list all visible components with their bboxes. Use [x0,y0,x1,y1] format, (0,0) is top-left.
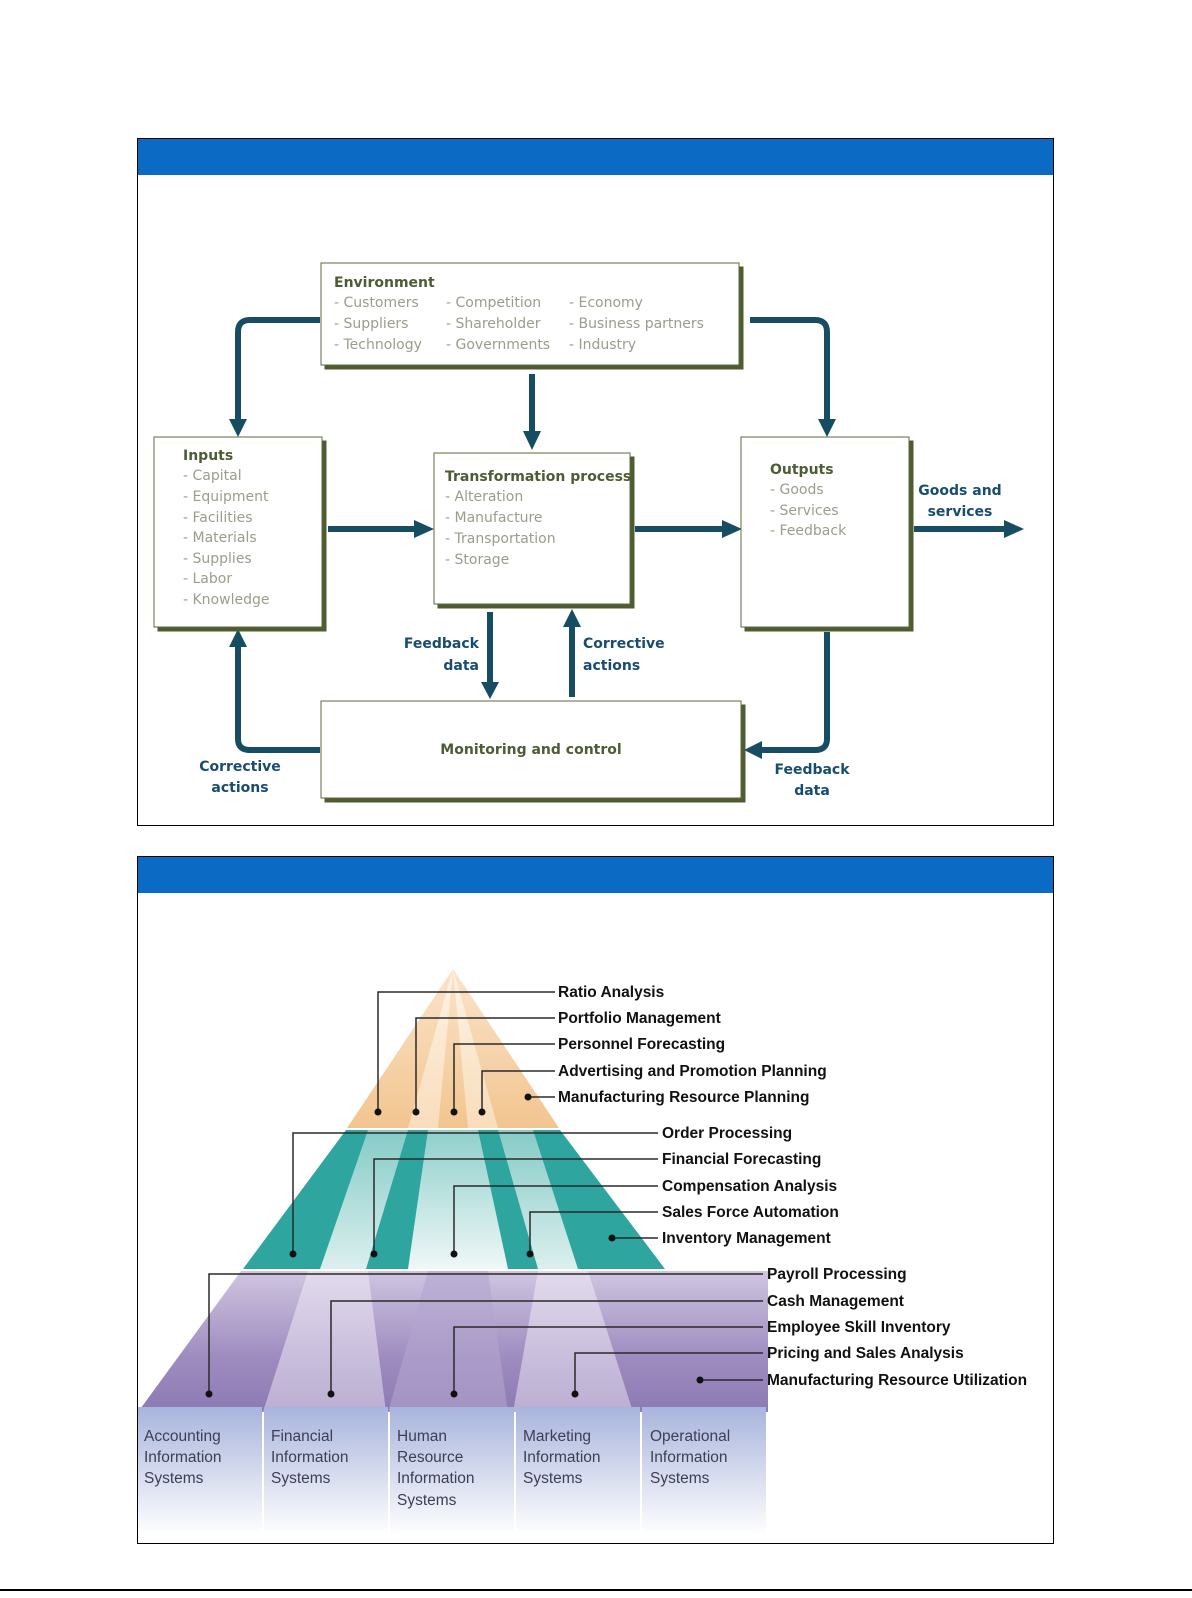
environment-item: - Competition [446,295,541,311]
arrow-corrective-actions-inputs [235,647,320,753]
leader-dots [205,1093,704,1398]
pyramid-label: Manufacturing Resource Planning [558,1089,809,1106]
inputs-item: - Supplies [183,551,252,567]
system-label: Information [397,1470,475,1487]
transformation-item: - Manufacture [445,510,543,526]
environment-item: - Suppliers [334,316,408,332]
pyramid-label: Advertising and Promotion Planning [558,1063,827,1080]
outputs-item: - Goods [770,482,824,498]
feedback-data-right-label: Feedback [774,762,850,778]
system-label: Systems [144,1470,204,1487]
system-label: Human [397,1428,447,1445]
environment-box [320,262,740,366]
corrective-actions-center-label: Corrective [583,636,665,652]
pyramid-label: Compensation Analysis [662,1178,837,1195]
pyramid-middle-tier [243,1130,665,1269]
system-names: Accounting Information Systems Financial… [144,1428,730,1509]
system-label: Accounting [144,1428,221,1445]
pyramid-label: Pricing and Sales Analysis [767,1345,964,1362]
pyramid-label: Inventory Management [662,1230,831,1247]
inputs-item: - Equipment [183,489,269,505]
middle-tier-labels: Order Processing Financial Forecasting C… [662,1125,839,1247]
feedback-data-center-label: Feedback [404,636,480,652]
environment-item: - Customers [334,295,419,311]
environment-item: - Governments [446,337,550,353]
slide-header-bar [138,139,1053,175]
system-label: Operational [650,1428,730,1445]
arrow-env-to-outputs [750,317,830,419]
system-columns [138,1407,766,1535]
pyramid-label: Cash Management [767,1293,904,1310]
arrow-outputs-feedback-data [760,632,830,753]
outputs-title: Outputs [770,462,834,478]
environment-item: - Business partners [569,316,704,332]
pyramid-label: Portfolio Management [558,1010,721,1027]
inputs-item: - Capital [183,468,242,484]
feedback-data-center-label: data [443,658,479,674]
bottom-tier-labels: Payroll Processing Cash Management Emplo… [767,1266,1027,1389]
arrow-heads [229,419,1024,759]
inputs-title: Inputs [183,448,233,464]
system-label: Information [144,1449,222,1466]
pyramid-label: Sales Force Automation [662,1204,839,1221]
system-label: Systems [650,1470,710,1487]
pyramid-label: Personnel Forecasting [558,1036,725,1053]
flow-arrows [235,317,1006,753]
page-footer-rule [0,1589,1192,1591]
environment-item: - Industry [569,337,636,353]
system-label: Systems [523,1470,583,1487]
inputs-item: - Labor [183,571,232,587]
system-label: Financial [271,1428,333,1445]
environment-item: - Economy [569,295,643,311]
slide-header-bar [138,857,1053,893]
inputs-box [153,436,323,628]
system-label: Systems [271,1470,331,1487]
system-label: Systems [397,1492,457,1509]
transformation-item: - Alteration [445,489,523,505]
transformation-item: - Storage [445,552,509,568]
monitoring-box [320,700,742,799]
goods-services-label: services [928,504,993,520]
outputs-item: - Services [770,503,839,519]
corrective-actions-center-label: actions [583,658,640,674]
transformation-item: - Transportation [445,531,556,547]
environment-item: - Shareholder [446,316,541,332]
environment-title: Environment [334,275,435,291]
arrow-env-to-inputs [235,317,320,419]
system-label: Information [523,1449,601,1466]
slide-information-systems-pyramid: Ratio Analysis Portfolio Management Pers… [137,856,1054,1544]
transformation-box [433,452,631,605]
pyramid-label: Manufacturing Resource Utilization [767,1372,1027,1389]
feedback-data-right-label: data [794,783,830,799]
leader-lines-top [208,991,763,1394]
pyramid-label: Financial Forecasting [662,1151,821,1168]
business-system-diagram: Environment - Customers - Suppliers - Te… [153,262,1024,799]
goods-services-label: Goods and [918,483,1001,499]
pyramid-label: Ratio Analysis [558,984,664,1001]
pyramid-label: Order Processing [662,1125,792,1142]
pyramid-bottom-tier [138,1271,768,1412]
corrective-actions-left-label: Corrective [199,759,281,775]
outputs-box [740,436,910,628]
corrective-actions-left-label: actions [211,780,268,796]
pyramid-label: Payroll Processing [767,1266,907,1283]
top-tier-labels: Ratio Analysis Portfolio Management Pers… [558,984,827,1106]
system-label: Information [271,1449,349,1466]
environment-item: - Technology [334,337,422,353]
system-label: Information [650,1449,728,1466]
system-label: Resource [397,1449,463,1466]
inputs-item: - Facilities [183,510,253,526]
functional-systems-pyramid: Ratio Analysis Portfolio Management Pers… [138,969,1027,1535]
outputs-item: - Feedback [770,523,847,539]
pyramid-label: Employee Skill Inventory [767,1319,951,1336]
system-label: Marketing [523,1428,591,1445]
slide-business-system: Environment - Customers - Suppliers - Te… [137,138,1054,826]
inputs-item: - Materials [183,530,257,546]
inputs-item: - Knowledge [183,592,269,608]
monitoring-title: Monitoring and control [440,742,621,758]
transformation-title: Transformation process [445,469,631,485]
